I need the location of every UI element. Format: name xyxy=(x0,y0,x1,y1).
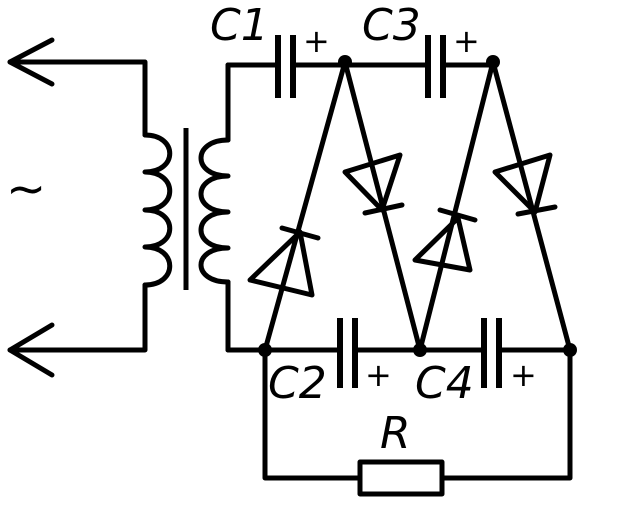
junction-top-1 xyxy=(338,55,352,69)
capacitor-c2 xyxy=(337,318,358,388)
ac-source-symbol: ~ xyxy=(6,161,46,217)
primary-coil xyxy=(142,132,173,288)
diode-d2-bar xyxy=(362,202,405,216)
label-c1: C1 xyxy=(210,0,269,51)
diode-d1 xyxy=(247,225,321,298)
diode-d4-bar xyxy=(515,204,558,217)
secondary-coil xyxy=(198,137,231,285)
diode-d3-bar xyxy=(437,207,478,223)
diode-d3 xyxy=(412,207,478,273)
transformer xyxy=(142,62,231,353)
diode-d3-triangle xyxy=(412,215,473,273)
label-c3: C3 xyxy=(362,0,421,51)
label-r: R xyxy=(380,408,411,459)
diode-d1-bar xyxy=(279,225,321,241)
polarity-c4: + xyxy=(510,356,537,394)
polarity-c1: + xyxy=(303,22,330,60)
resistor-r xyxy=(357,459,445,497)
wire-input-top xyxy=(7,59,148,138)
polarity-c3: + xyxy=(453,22,480,60)
wire-load-left xyxy=(262,347,363,481)
diode-d1-triangle xyxy=(247,229,315,298)
diode-d2 xyxy=(342,152,405,216)
diode-d4 xyxy=(492,152,558,217)
label-c4: C4 xyxy=(415,358,474,409)
ac-input-top-terminal xyxy=(7,37,148,138)
wire-leg-d3 xyxy=(417,59,496,353)
polarity-c2: + xyxy=(365,356,392,394)
capacitor-c3 xyxy=(425,35,446,98)
wire-load-right xyxy=(439,347,573,481)
diode-d4-triangle xyxy=(492,152,553,215)
capacitor-c4 xyxy=(481,318,502,388)
junction-top-2 xyxy=(486,55,500,69)
label-c2: C2 xyxy=(268,358,327,409)
wire-leg-d1 xyxy=(262,59,348,353)
diode-d2-triangle xyxy=(342,152,403,213)
wire-input-bottom xyxy=(7,282,148,353)
junction-bottom-2 xyxy=(413,343,427,357)
ac-input-bottom-terminal xyxy=(7,282,148,378)
capacitor-c1 xyxy=(275,35,296,98)
